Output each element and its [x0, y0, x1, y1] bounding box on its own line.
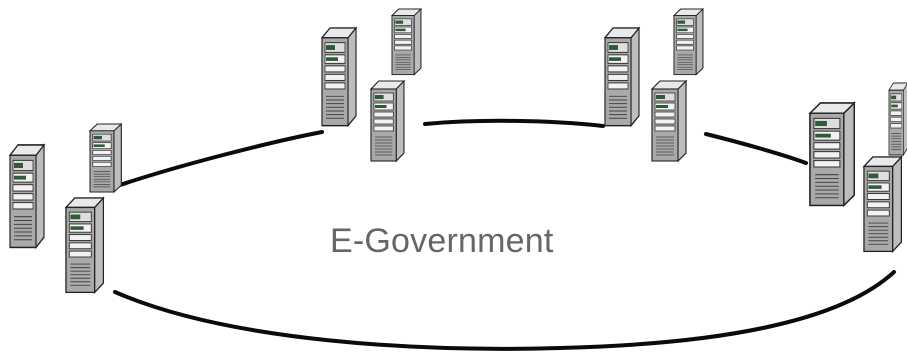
ring-segment-top-middle: [423, 118, 605, 128]
server-icon: [89, 123, 122, 193]
server-icon: [391, 8, 422, 76]
ring-segment-top-right: [704, 132, 808, 165]
server-icon: [673, 8, 704, 76]
diagram-center-label: E-Government: [330, 222, 554, 260]
server-icon: [321, 27, 357, 127]
server-cluster-right: [809, 82, 907, 253]
network-ring: [113, 118, 896, 351]
server-icon: [65, 197, 105, 294]
ring-segment-bottom: [113, 270, 896, 351]
server-icon: [888, 82, 907, 156]
server-icon: [863, 156, 903, 253]
server-icon: [809, 102, 855, 207]
server-icon: [651, 80, 687, 162]
server-cluster-top-right: [604, 8, 704, 162]
server-cluster-left: [9, 123, 122, 294]
server-icon: [9, 144, 45, 249]
ring-segment-top-left: [118, 130, 324, 187]
server-icon: [370, 80, 405, 162]
server-icon: [604, 27, 640, 127]
server-cluster-top-left: [321, 8, 422, 162]
